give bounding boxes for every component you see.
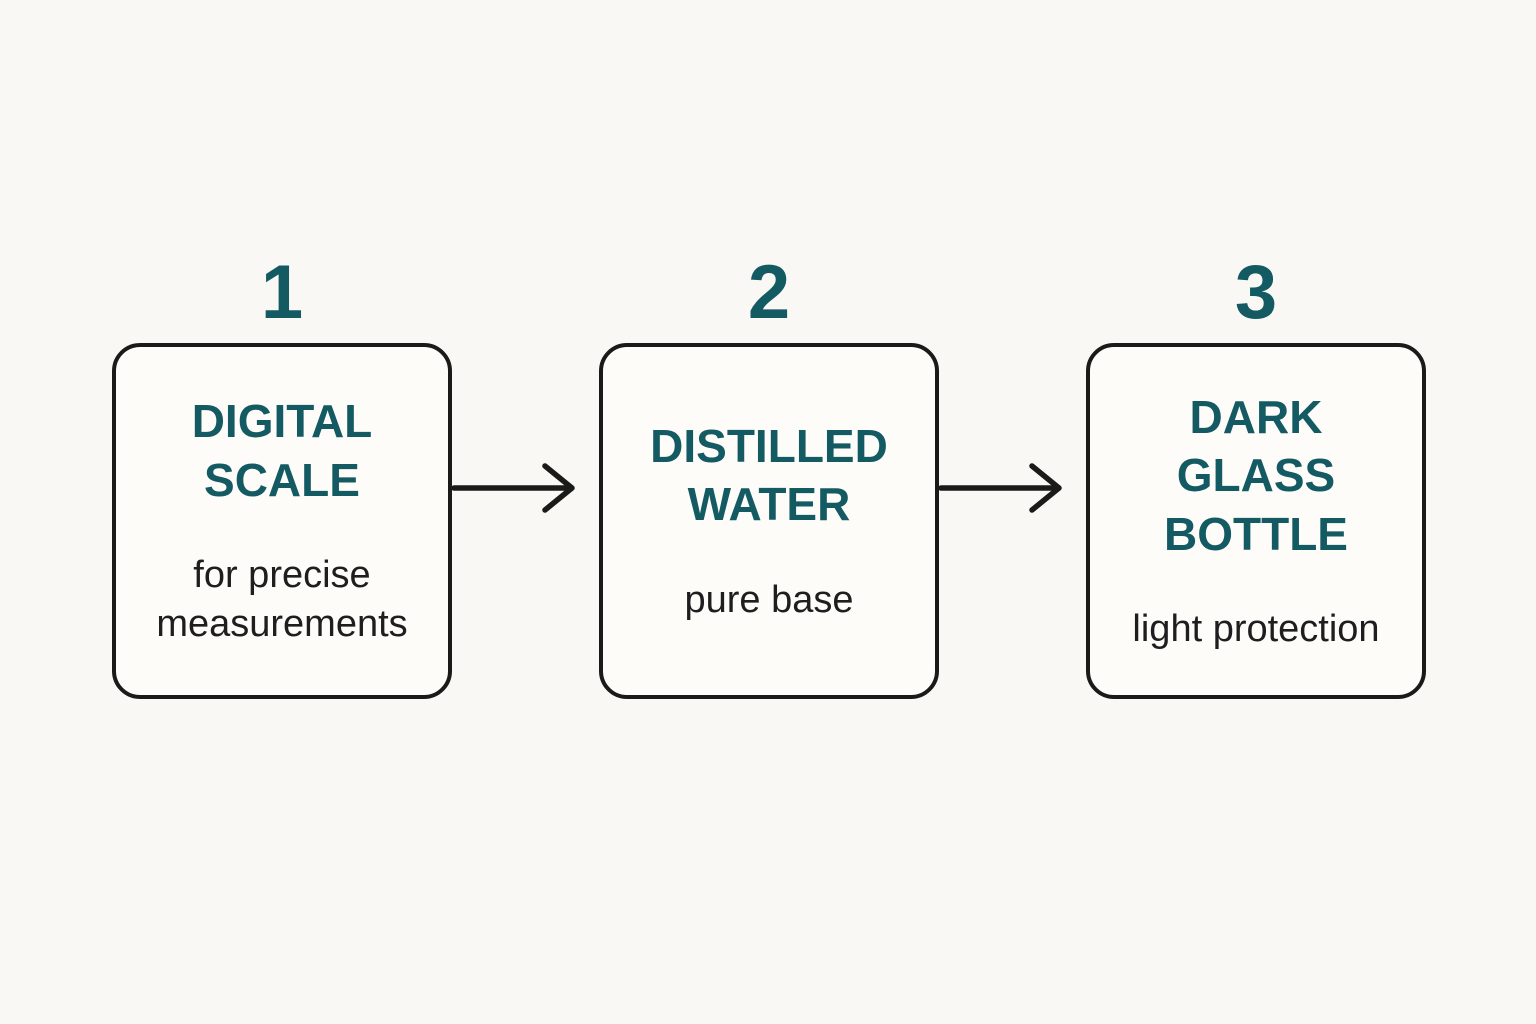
step-number: 2 [747, 250, 791, 335]
step-card: DISTILLED WATER pure base [599, 343, 939, 699]
step-subtitle: pure base [684, 578, 854, 621]
step-card: DARK GLASS BOTTLE light protection [1086, 343, 1426, 699]
step-1: 1 DIGITAL SCALE for precise measurements [112, 255, 452, 699]
step-number: 3 [1234, 250, 1278, 335]
step-2: 2 DISTILLED WATER pure base [599, 255, 939, 699]
step-title: DARK GLASS BOTTLE [1164, 390, 1348, 560]
step-subtitle: for precise measurements [156, 554, 408, 646]
step-subtitle: light protection [1132, 607, 1380, 650]
step-3: 3 DARK GLASS BOTTLE light protection [1086, 255, 1426, 699]
arrow-right-icon [452, 458, 577, 518]
step-card: DIGITAL SCALE for precise measurements [112, 343, 452, 699]
step-title: DIGITAL SCALE [191, 395, 373, 506]
arrow-right-icon [939, 458, 1064, 518]
step-title: DISTILLED WATER [650, 419, 888, 531]
step-number: 1 [260, 250, 304, 335]
